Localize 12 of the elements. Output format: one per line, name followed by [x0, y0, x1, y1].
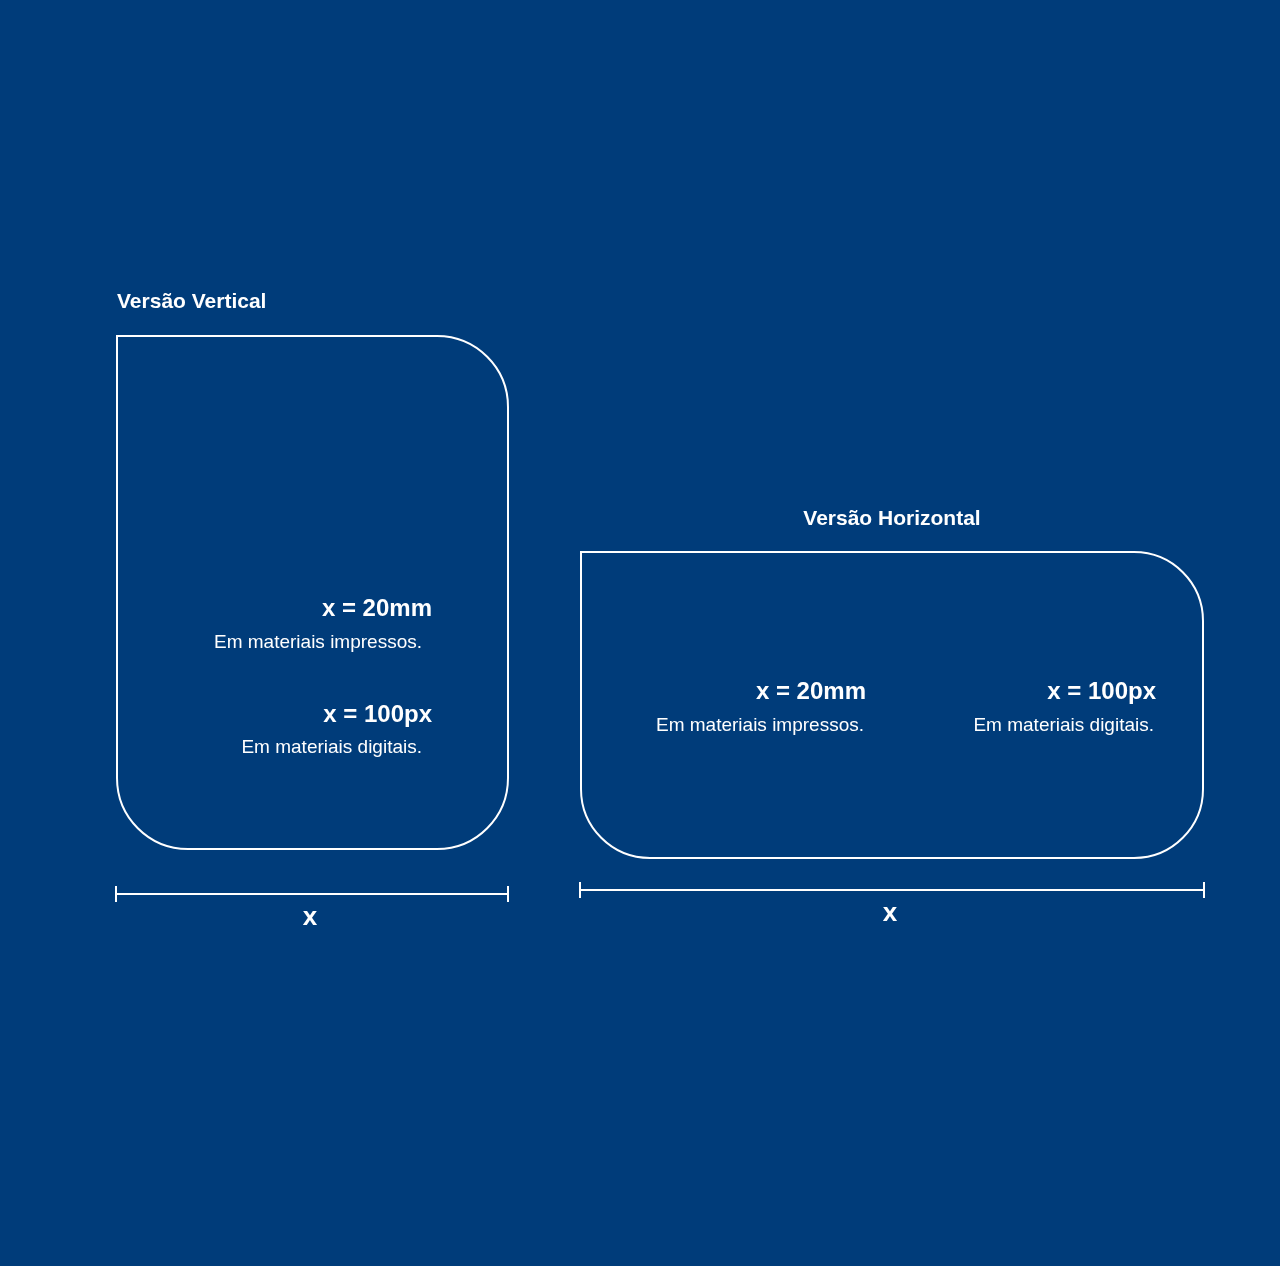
version-heading: Versão Vertical	[117, 289, 267, 313]
usage-note: Em materiais impressos.	[656, 715, 864, 736]
version-heading: Versão Horizontal	[802, 506, 982, 530]
usage-note: Em materiais digitais.	[973, 715, 1154, 736]
dimension-value: x = 20mm	[755, 678, 866, 705]
dimension-label: x	[881, 899, 899, 925]
dimension-value: x = 20mm	[321, 595, 432, 622]
usage-note: Em materiais digitais.	[241, 737, 422, 758]
dimension-value: x = 100px	[323, 701, 432, 728]
dimension-label: x	[301, 903, 319, 929]
usage-note: Em materiais impressos.	[214, 632, 422, 653]
dimension-value: x = 100px	[1047, 678, 1156, 705]
